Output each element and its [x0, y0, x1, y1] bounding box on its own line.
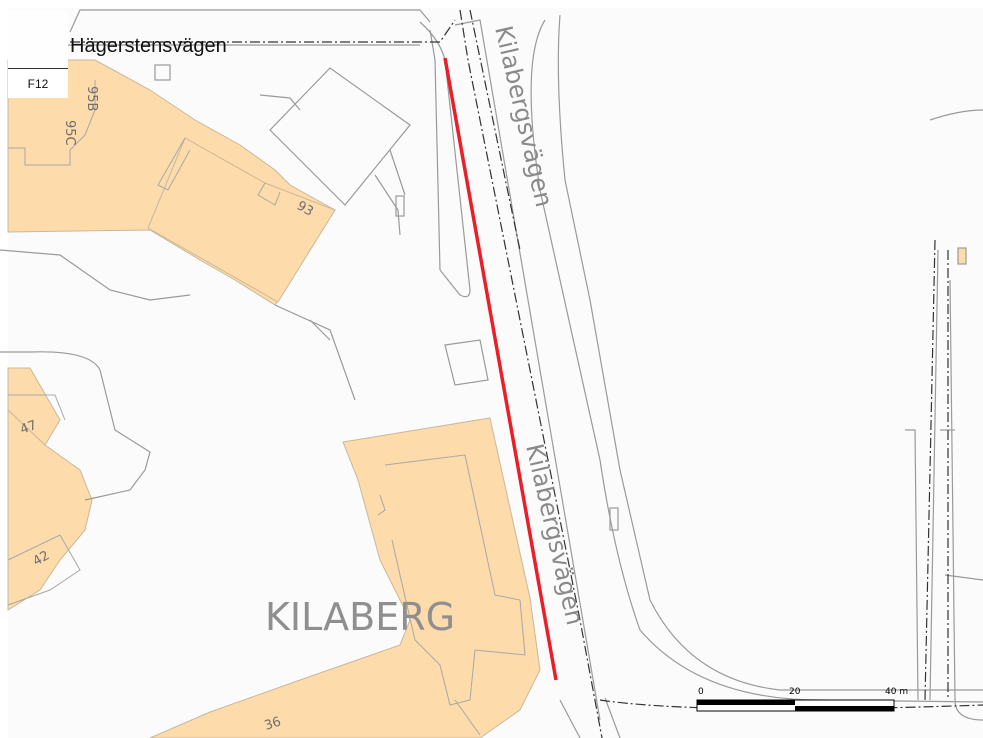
scale-bar: 0 20 40 m — [696, 687, 908, 712]
house-number-42: 42 — [31, 548, 53, 569]
scale-bar-segment-1 — [697, 700, 795, 705]
buildings — [7, 59, 541, 738]
house-number-47: 47 — [18, 418, 39, 438]
road-lines — [0, 9, 983, 738]
sheet-id: F12 — [8, 68, 68, 98]
building-kilaberg — [149, 417, 541, 738]
scale-bar-label-20: 20 — [789, 687, 801, 697]
house-number-95b: 95B — [84, 86, 99, 111]
scale-bar-segment-2 — [795, 706, 894, 711]
house-number-93: 93 — [294, 198, 316, 219]
map-title: Hägerstensvägen — [70, 34, 227, 57]
corner-panel — [8, 10, 68, 68]
boundary-lines — [70, 9, 983, 738]
highlighted-segment[interactable] — [443, 57, 558, 681]
building-details — [7, 80, 526, 736]
house-number-95c: 95C — [62, 120, 77, 146]
building-42 — [7, 408, 93, 611]
area-label: KILABERG — [265, 595, 455, 639]
scale-bar-label-40: 40 m — [885, 687, 908, 697]
house-number-36: 36 — [263, 714, 283, 733]
building-93 — [147, 137, 336, 303]
scale-bar-label-0: 0 — [698, 687, 704, 697]
